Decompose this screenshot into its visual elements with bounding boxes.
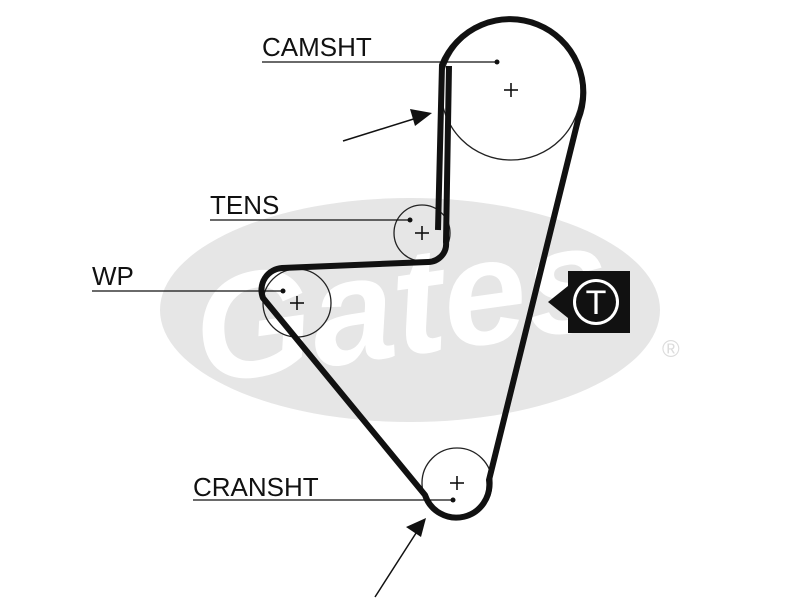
water-pump-center-mark	[290, 296, 304, 310]
crankshaft-leader-line	[193, 497, 456, 503]
lower-direction-arrow	[374, 518, 426, 598]
watermark-oval	[160, 198, 660, 422]
tension-check-badge-letter: T	[586, 284, 607, 322]
camshaft-label: CAMSHT	[262, 32, 372, 62]
water-pump-label: WP	[92, 261, 134, 291]
watermark-registered-mark: ®	[662, 336, 680, 363]
tensioner-label: TENS	[210, 190, 279, 220]
timing-belt	[258, 16, 587, 521]
tensioner-leader-line	[210, 217, 413, 223]
crankshaft-center-mark	[450, 476, 464, 490]
camshaft-leader-line	[262, 59, 500, 65]
tension-check-badge: T	[548, 271, 630, 333]
crankshaft-label: CRANSHT	[193, 472, 319, 502]
water-pump-leader-line	[92, 288, 286, 294]
gates-watermark-logo: Gates ®	[160, 191, 680, 422]
tensioner-center-mark	[415, 226, 429, 240]
camshaft-center-mark	[504, 83, 518, 97]
upper-direction-arrow	[342, 109, 432, 142]
